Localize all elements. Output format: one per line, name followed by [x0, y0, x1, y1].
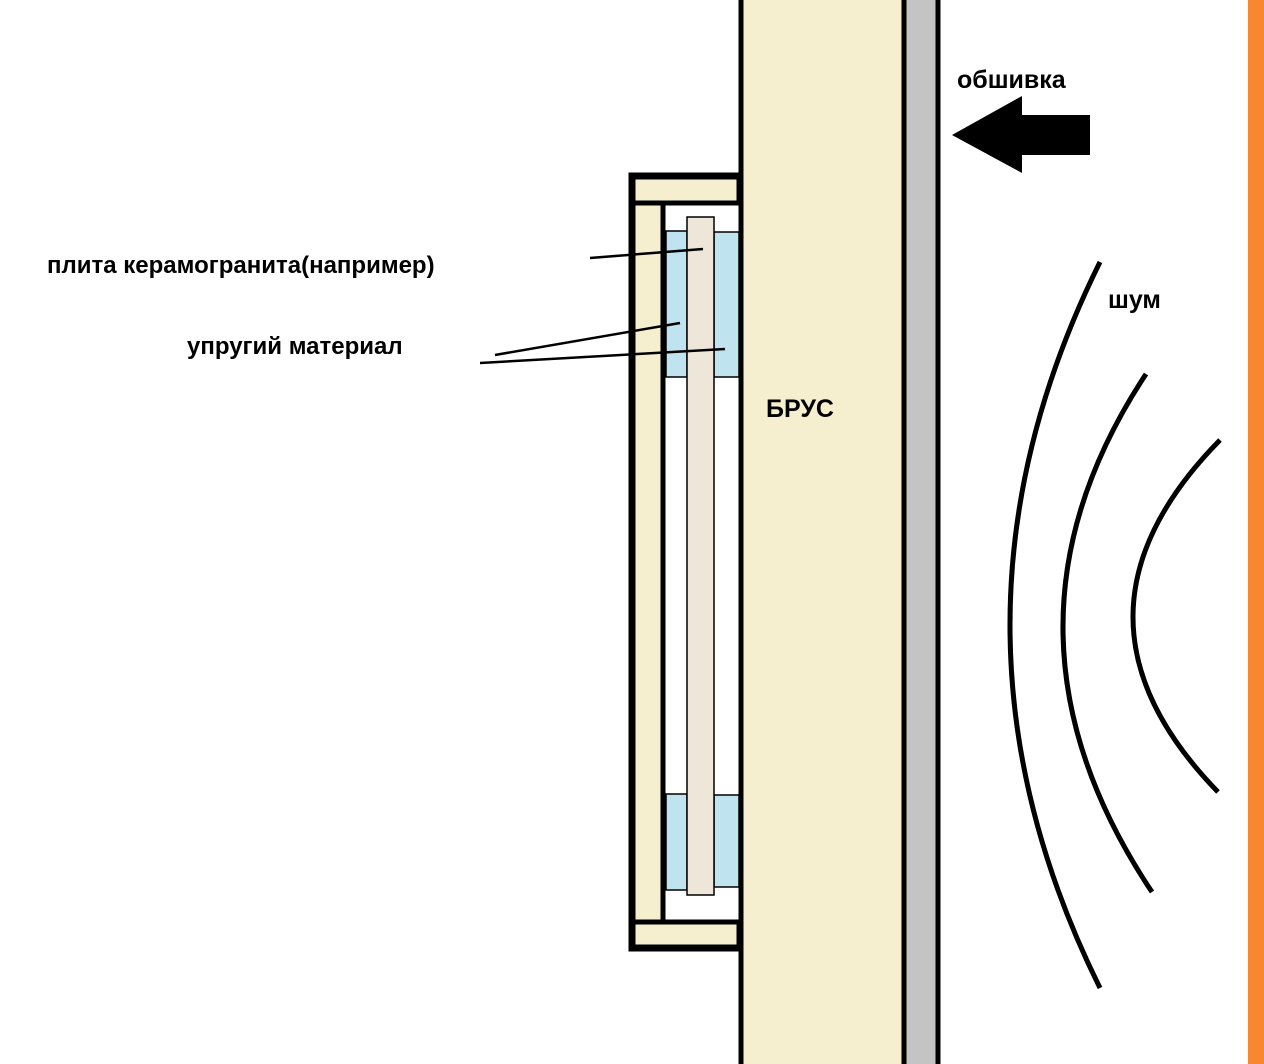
label-beam: БРУС	[766, 395, 834, 423]
elastic-pad-top-right	[713, 231, 740, 378]
frame-side-strip	[630, 200, 666, 925]
label-tile: плита керамогранита(например)	[47, 252, 435, 279]
noise-wave-outer	[1007, 260, 1103, 990]
frame-bottom-cap	[630, 919, 742, 950]
elastic-pad-bottom-right	[713, 794, 740, 888]
leader-elastic-2	[479, 347, 726, 365]
arrow-icon	[952, 96, 1090, 173]
label-elastic: упругий материал	[187, 333, 403, 360]
noise-wave-inner	[1130, 438, 1222, 794]
orange-edge	[1248, 0, 1264, 1064]
label-sheathing: обшивка	[957, 66, 1066, 94]
sheathing	[901, 0, 941, 1064]
leader-elastic-1	[494, 321, 681, 357]
noise-wave-middle	[1060, 372, 1155, 894]
beam	[738, 0, 907, 1064]
frame-top-cap	[630, 174, 742, 206]
tile-plate	[686, 216, 715, 896]
label-noise: шум	[1108, 286, 1161, 314]
elastic-pad-bottom-left	[665, 793, 688, 891]
leader-tile	[589, 247, 704, 260]
